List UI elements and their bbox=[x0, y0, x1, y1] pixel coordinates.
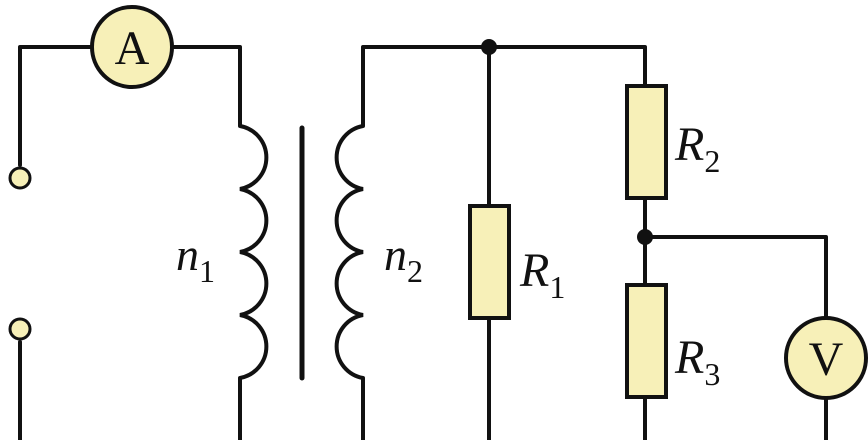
ammeter-circle bbox=[90, 5, 174, 89]
resistor-r2 bbox=[625, 84, 668, 200]
secondary-top-wire bbox=[361, 45, 647, 128]
label-n1-letter: n bbox=[176, 229, 199, 280]
label-r1-letter: R bbox=[519, 244, 549, 297]
input-terminal-top[interactable] bbox=[8, 166, 32, 190]
voltmeter-circle bbox=[784, 316, 868, 400]
voltmeter: V bbox=[784, 316, 868, 400]
voltmeter-symbol: V bbox=[809, 333, 844, 386]
resistor-r3 bbox=[625, 283, 668, 399]
label-r3-letter: R bbox=[674, 331, 704, 384]
label-r1: R1 bbox=[519, 244, 565, 305]
input-terminal-bottom[interactable] bbox=[8, 317, 32, 341]
voltmeter-branch-wire bbox=[643, 235, 828, 440]
label-n2-subscript: 2 bbox=[407, 253, 423, 289]
ammeter: A bbox=[90, 5, 174, 89]
label-r3: R3 bbox=[674, 331, 720, 392]
label-n1-subscript: 1 bbox=[199, 253, 215, 289]
label-r1-subscript: 1 bbox=[549, 269, 565, 305]
junction-node-top bbox=[481, 39, 497, 55]
label-n1: n1 bbox=[176, 229, 215, 289]
ammeter-symbol: A bbox=[115, 22, 150, 75]
label-n2: n2 bbox=[384, 229, 423, 289]
label-r2-subscript: 2 bbox=[704, 143, 720, 179]
resistor-r1 bbox=[468, 204, 511, 320]
label-n2-letter: n bbox=[384, 229, 407, 280]
primary-bottom-wire bbox=[18, 340, 242, 440]
primary-top-wire bbox=[18, 45, 242, 167]
secondary-coil bbox=[334, 124, 364, 380]
primary-wiring bbox=[18, 45, 242, 440]
primary-coil bbox=[239, 124, 269, 380]
junction-node-middle bbox=[637, 229, 653, 245]
secondary-wiring bbox=[361, 45, 828, 440]
label-r2-letter: R bbox=[674, 118, 704, 171]
label-r3-subscript: 3 bbox=[704, 356, 720, 392]
label-r2: R2 bbox=[674, 118, 720, 179]
